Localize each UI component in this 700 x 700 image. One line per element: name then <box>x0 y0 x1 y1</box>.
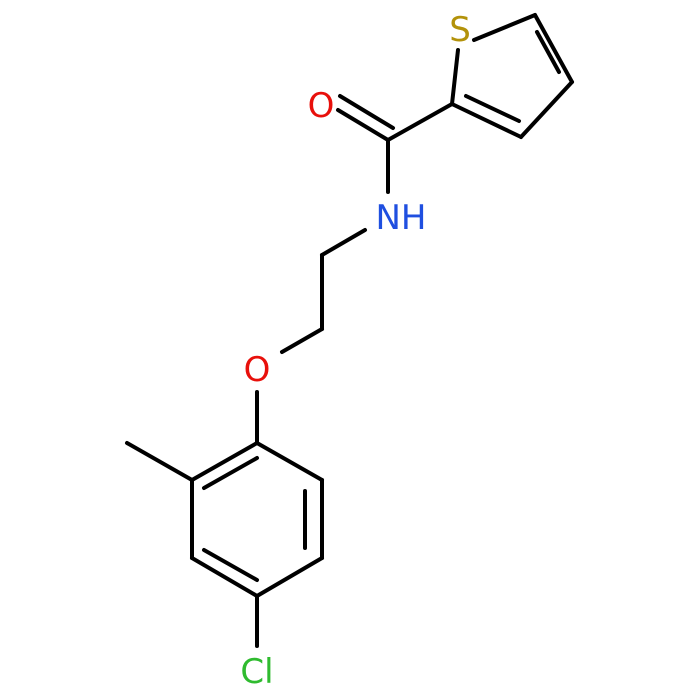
bond-line <box>535 30 561 74</box>
atom-label-sulfur: S <box>449 10 471 50</box>
atom-label-carbonyl-oxygen: O <box>308 86 335 126</box>
bond-line <box>202 456 259 490</box>
atom-label-ether-oxygen: O <box>244 350 271 390</box>
bond-line <box>255 556 324 598</box>
bond-line <box>280 327 324 354</box>
bond-line <box>255 441 324 482</box>
bond-line <box>125 441 194 482</box>
bond-line <box>450 48 460 106</box>
bond-line <box>533 13 574 84</box>
bond-line <box>202 548 259 582</box>
bond-line <box>472 13 537 42</box>
atom-label-chlorine: Cl <box>240 652 273 692</box>
atom-label-amide-nitrogen: NH <box>376 198 427 238</box>
bond-line <box>519 80 574 139</box>
bond-line <box>338 94 395 130</box>
bond-line <box>336 108 390 142</box>
bond-line <box>320 228 367 257</box>
bond-line <box>190 441 259 482</box>
bond-lines <box>125 13 574 648</box>
bond-line <box>450 102 523 139</box>
bond-line <box>386 102 454 142</box>
bond-line <box>190 556 259 598</box>
bond-line <box>464 94 521 123</box>
